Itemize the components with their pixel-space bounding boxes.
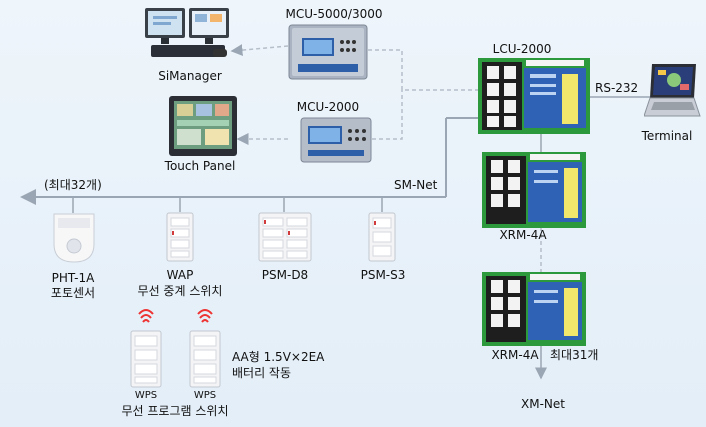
wps-device-2 xyxy=(189,330,221,388)
xm-net-max-label: 최대31개 xyxy=(550,348,599,362)
psm-d8-device xyxy=(258,212,312,262)
rs232-label: RS-232 xyxy=(595,81,639,95)
lcu2000-device xyxy=(478,58,590,134)
wap-model-label: WAP xyxy=(166,268,194,282)
pht1a-model-label: PHT-1A xyxy=(51,271,95,285)
psm-s3-device xyxy=(368,212,396,262)
psm-d8-label: PSM-D8 xyxy=(261,268,309,282)
wireless-signal-icon xyxy=(138,309,154,323)
wps-device-1 xyxy=(130,330,162,388)
pht1a-desc-label: 포토센서 xyxy=(50,286,96,300)
lcu2000-label: LCU-2000 xyxy=(492,42,552,56)
xrm4a-label-1: XRM-4A xyxy=(499,228,547,242)
link-mcu5000 xyxy=(368,49,478,91)
xm-net-label: XM-Net xyxy=(521,397,565,411)
touchpanel-device xyxy=(169,96,237,156)
simanager-device xyxy=(145,8,229,57)
wap-device xyxy=(166,212,194,262)
battery-op-label: 배터리 작동 xyxy=(232,366,292,380)
mcu5000-label: MCU-5000/3000 xyxy=(285,7,383,21)
psm-s3-label: PSM-S3 xyxy=(360,268,406,282)
sm-net-label: SM-Net xyxy=(394,178,438,192)
wireless-signal-icon xyxy=(197,309,213,323)
xrm4a-label-2: XRM-4A xyxy=(491,348,539,362)
mcu5000-device xyxy=(288,24,368,80)
wps-label-2: WPS xyxy=(193,390,217,401)
sm-net-max-label: (최대32개) xyxy=(44,178,102,192)
pht1a-device xyxy=(53,213,95,263)
wps-desc-label: 무선 프로그램 스위치 xyxy=(121,404,229,418)
link-simanager xyxy=(230,44,289,57)
xrm4a-device-1 xyxy=(482,152,586,228)
terminal-label: Terminal xyxy=(641,129,693,143)
mcu2000-label: MCU-2000 xyxy=(296,100,360,114)
wap-desc-label: 무선 중계 스위치 xyxy=(137,284,223,298)
simanager-label: SiManager xyxy=(158,69,222,83)
xrm4a-device-2 xyxy=(482,272,586,346)
terminal-device xyxy=(644,64,701,117)
battery-spec-label: AA형 1.5V×2EA xyxy=(232,350,325,364)
mcu2000-device xyxy=(300,117,372,163)
wps-label-1: WPS xyxy=(134,390,158,401)
link-mcu2000 xyxy=(372,90,403,140)
touchpanel-label: Touch Panel xyxy=(164,159,236,173)
